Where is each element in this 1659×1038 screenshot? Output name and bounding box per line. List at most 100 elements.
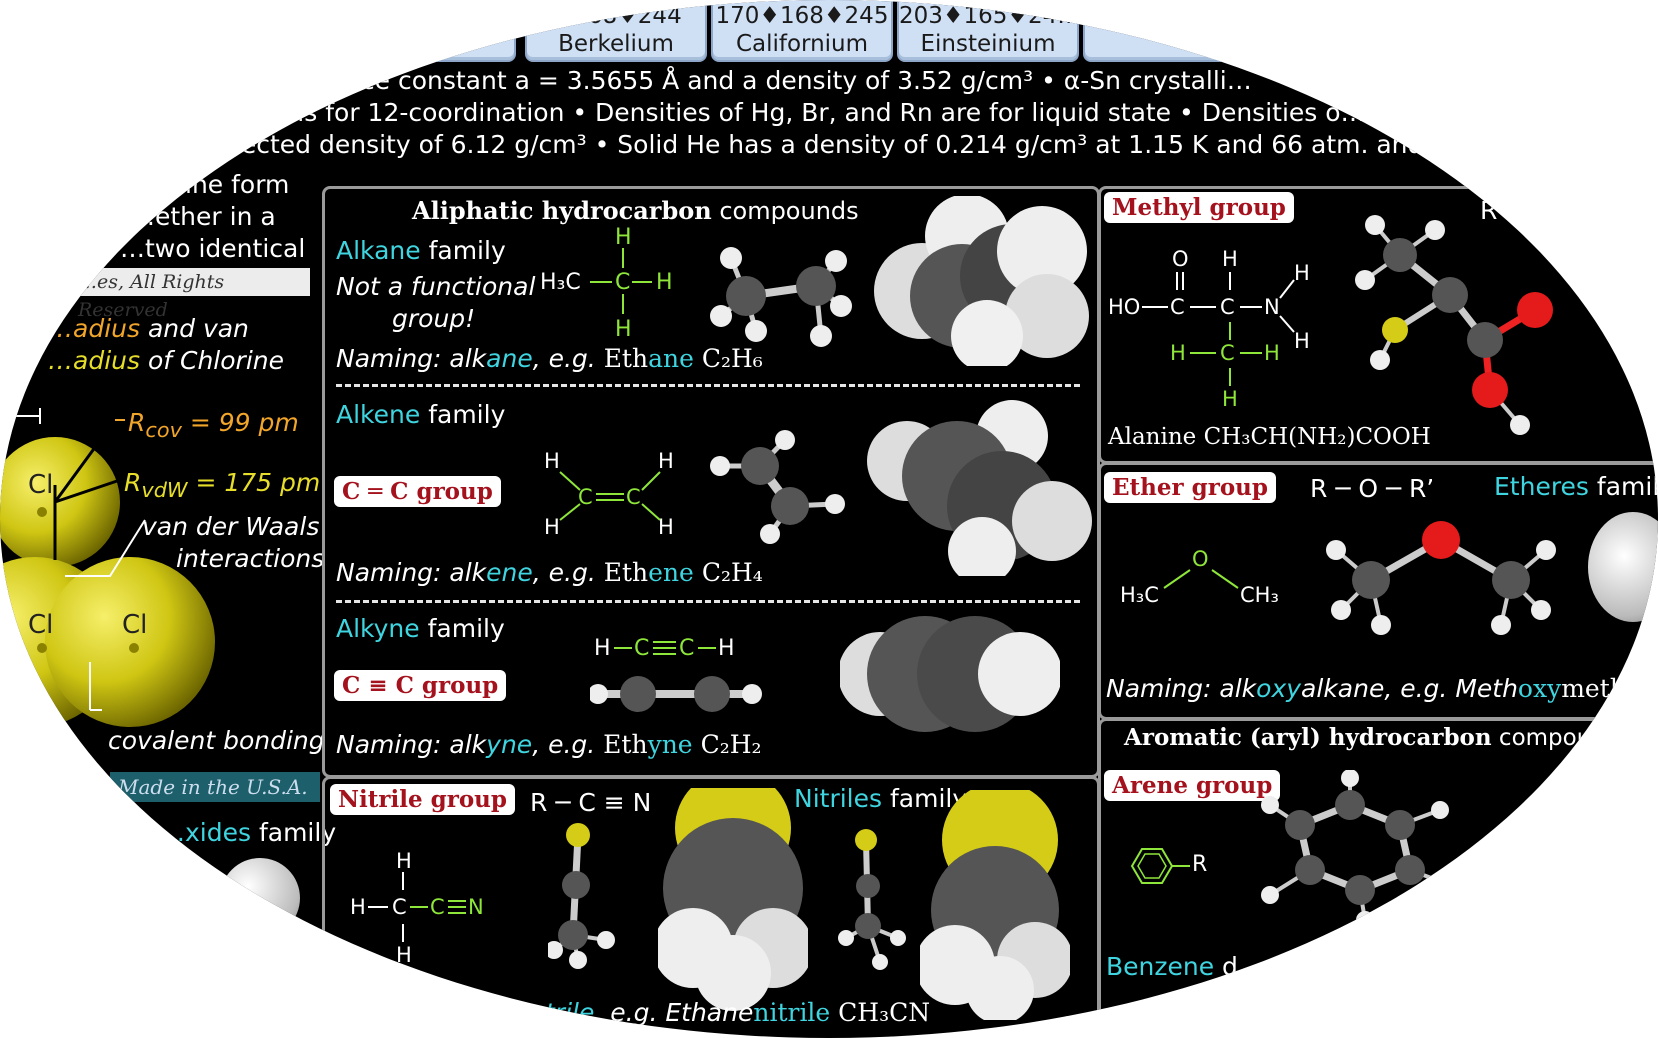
- ethanenitrile-structural-formula: H H C C N H: [350, 849, 484, 966]
- alkyne-name: Alkyne: [336, 614, 420, 643]
- example-suffix: oxy: [1517, 674, 1562, 703]
- etheres-family-label: Etheres famil…: [1494, 472, 1659, 501]
- naming-suffix: yne: [486, 730, 533, 759]
- alkyne-group-badge: C ≡ C group: [334, 670, 507, 701]
- svg-text:H: H: [1294, 261, 1310, 285]
- note-line-3: …pected density of 6.12 g/cm³ • Solid He…: [200, 130, 1457, 159]
- naming-mid: , e.g. Ethane: [594, 998, 754, 1027]
- svg-text:H: H: [658, 449, 674, 473]
- ethyne-space-filling-model: [840, 616, 1060, 732]
- left-text-line-2: …ether in a: [130, 202, 276, 231]
- arene-structure: [1130, 848, 1190, 884]
- naming-suffix: ane: [486, 344, 533, 373]
- alkyne-family-label: Alkyne family: [336, 614, 505, 643]
- naming-mid: alkane, e.g. Meth: [1301, 674, 1518, 703]
- ether-group-badge: Ether group: [1104, 472, 1276, 503]
- example-formula: C₂H₆: [701, 344, 763, 373]
- svg-text:H: H: [1170, 341, 1186, 365]
- svg-text:N: N: [468, 895, 484, 919]
- family-name: …xides: [160, 818, 252, 847]
- radius-text: and van: [140, 314, 249, 343]
- benzene-ball-stick-model: [1261, 770, 1459, 929]
- nitrile-general-formula: R ─ C ≡ N: [530, 788, 652, 817]
- element-tab-name: Einsteinium: [920, 31, 1056, 57]
- naming-suffix: …trile: [520, 998, 595, 1027]
- svg-text:N: N: [1264, 295, 1280, 319]
- note-line-1: …h a lattice constant a = 3.5655 Å and a…: [240, 66, 1252, 95]
- element-tab-numbers: [1085, 0, 1263, 2]
- element-tab-name: Berkelium: [558, 31, 674, 57]
- example-prefix: Eth: [603, 730, 648, 759]
- rvdw-symbol: R: [124, 468, 142, 497]
- divider: [336, 600, 1080, 603]
- nitrile-ball-stick-model-2: [838, 829, 906, 970]
- cl-label-left: Cl: [28, 610, 54, 640]
- svg-text:H: H: [658, 515, 674, 539]
- svg-text:C: C: [615, 270, 630, 295]
- svg-text:H: H: [544, 449, 560, 473]
- arene-r-label: R: [1192, 852, 1208, 877]
- naming-prefix: Naming: alk: [1106, 674, 1257, 703]
- family-word: famil…: [1596, 472, 1659, 501]
- element-tab-name: Californium: [735, 31, 869, 57]
- alkane-note-2: group!: [392, 304, 476, 333]
- example-rest: metha…: [1561, 674, 1659, 703]
- rcov-value: = 99 pm: [181, 408, 299, 437]
- radius-line-2: …adius of Chlorine: [48, 346, 284, 375]
- svg-text:H: H: [544, 515, 560, 539]
- svg-text:H: H: [656, 270, 673, 295]
- svg-text:C: C: [430, 895, 445, 919]
- naming-suffix: ene: [486, 558, 533, 587]
- ether-general-formula: R ─ O ─ R’: [1310, 474, 1435, 503]
- example-formula: C₂H₂: [700, 730, 762, 759]
- example-prefix: Eth: [603, 558, 649, 587]
- svg-text:H: H: [594, 636, 611, 661]
- benzene-name: Benzene: [1106, 952, 1215, 981]
- oxide-atom: [220, 858, 300, 938]
- svg-text:H: H: [615, 317, 632, 342]
- naming-prefix: Naming: alk: [336, 344, 487, 373]
- rcov-subscript: cov: [145, 418, 182, 442]
- element-tab-name: Ferm…: [1133, 3, 1215, 29]
- aliphatic-title-rest: compounds: [711, 197, 859, 225]
- nitrile-space-filling-model: [658, 788, 808, 1011]
- svg-text:HO: HO: [1108, 295, 1140, 319]
- svg-text:C: C: [634, 636, 649, 661]
- ether-space-filling-partial: [1588, 512, 1658, 622]
- family-word: family: [419, 614, 505, 643]
- example-formula: CH₃CN: [830, 998, 931, 1027]
- alkyne-naming: Naming: alkyne, e.g. Ethyne C₂H₂: [336, 730, 762, 759]
- svg-text:H: H: [718, 636, 735, 661]
- ether-naming: Naming: alkoxyalkane, e.g. Methoxymetha…: [1106, 674, 1659, 703]
- svg-text:H₃C: H₃C: [1120, 583, 1159, 607]
- svg-text:C: C: [578, 485, 593, 509]
- alkene-name: Alkene: [336, 400, 421, 429]
- naming-mid: , e.g.: [532, 558, 604, 587]
- radius-text: of Chlorine: [140, 346, 284, 375]
- element-tab-numbers: …168♦244: [550, 3, 682, 29]
- radius-vdw-label: …adius: [48, 346, 141, 375]
- alkane-naming: Naming: alkane, e.g. Ethane C₂H₆: [336, 344, 763, 373]
- rcov-label: Rcov = 99 pm: [128, 408, 299, 442]
- family-name: Nitriles: [794, 784, 883, 813]
- svg-text:C: C: [392, 895, 407, 919]
- ethane-structural-formula: H₃C C H H H: [540, 225, 673, 342]
- naming-mid: , e.g.: [532, 344, 604, 373]
- family-word: family: [420, 236, 506, 265]
- copyright-bar: …es, All Rights Reserved: [78, 268, 310, 321]
- divider: [336, 384, 1080, 387]
- family-name: Etheres: [1494, 472, 1589, 501]
- svg-text:H: H: [396, 849, 412, 873]
- rvdw-value: = 175 pm: [187, 468, 321, 497]
- radius-covalent-label: …adius: [48, 314, 141, 343]
- cl-label-top: Cl: [28, 470, 54, 500]
- svg-text:H: H: [1222, 387, 1238, 410]
- svg-text:CH₃: CH₃: [1240, 583, 1279, 607]
- chlorine-atom-top: [0, 437, 120, 567]
- aromatic-panel: [1098, 718, 1658, 1038]
- alanine-ball-stick-model: [1355, 215, 1553, 435]
- family-word: family: [420, 400, 506, 429]
- svg-text:C: C: [1220, 295, 1235, 319]
- vdw-text-1: van der Waals: [142, 512, 320, 541]
